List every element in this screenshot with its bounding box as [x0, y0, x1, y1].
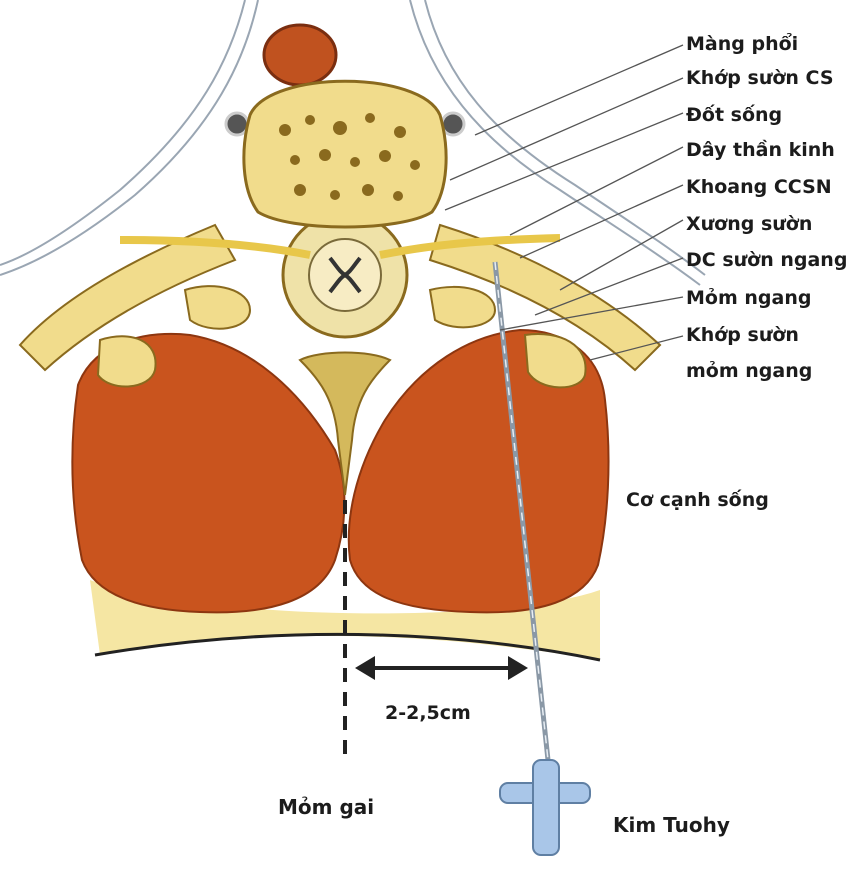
aorta [264, 25, 336, 85]
needle-hub [500, 760, 590, 855]
label-kim-tuohy: Kim Tuohy [613, 815, 730, 835]
label-dc-suon-ngang: DC sườn ngang [686, 251, 847, 270]
label-mom-ngang: Mỏm ngang [686, 289, 811, 308]
label-xuong-suon: Xương sườn [686, 215, 812, 234]
label-mang-phoi: Màng phổi [686, 35, 798, 54]
label-khop-suon-line1: Khớp sườn [686, 326, 799, 345]
label-distance: 2-2,5cm [385, 704, 471, 723]
vertebral-body [244, 81, 446, 227]
label-mom-gai: Mỏm gai [278, 797, 374, 817]
distance-arrow [355, 656, 528, 680]
label-khoang-ccsn: Khoang CCSN [686, 178, 832, 197]
label-co-canh-song: Cơ cạnh sống [626, 491, 769, 510]
label-khop-suon-line2: mỏm ngang [686, 362, 812, 381]
label-khop-suon-cs: Khớp sườn CS [686, 69, 834, 88]
label-day-than-kinh: Dây thần kinh [686, 141, 835, 160]
label-dot-song: Đốt sống [686, 106, 782, 125]
